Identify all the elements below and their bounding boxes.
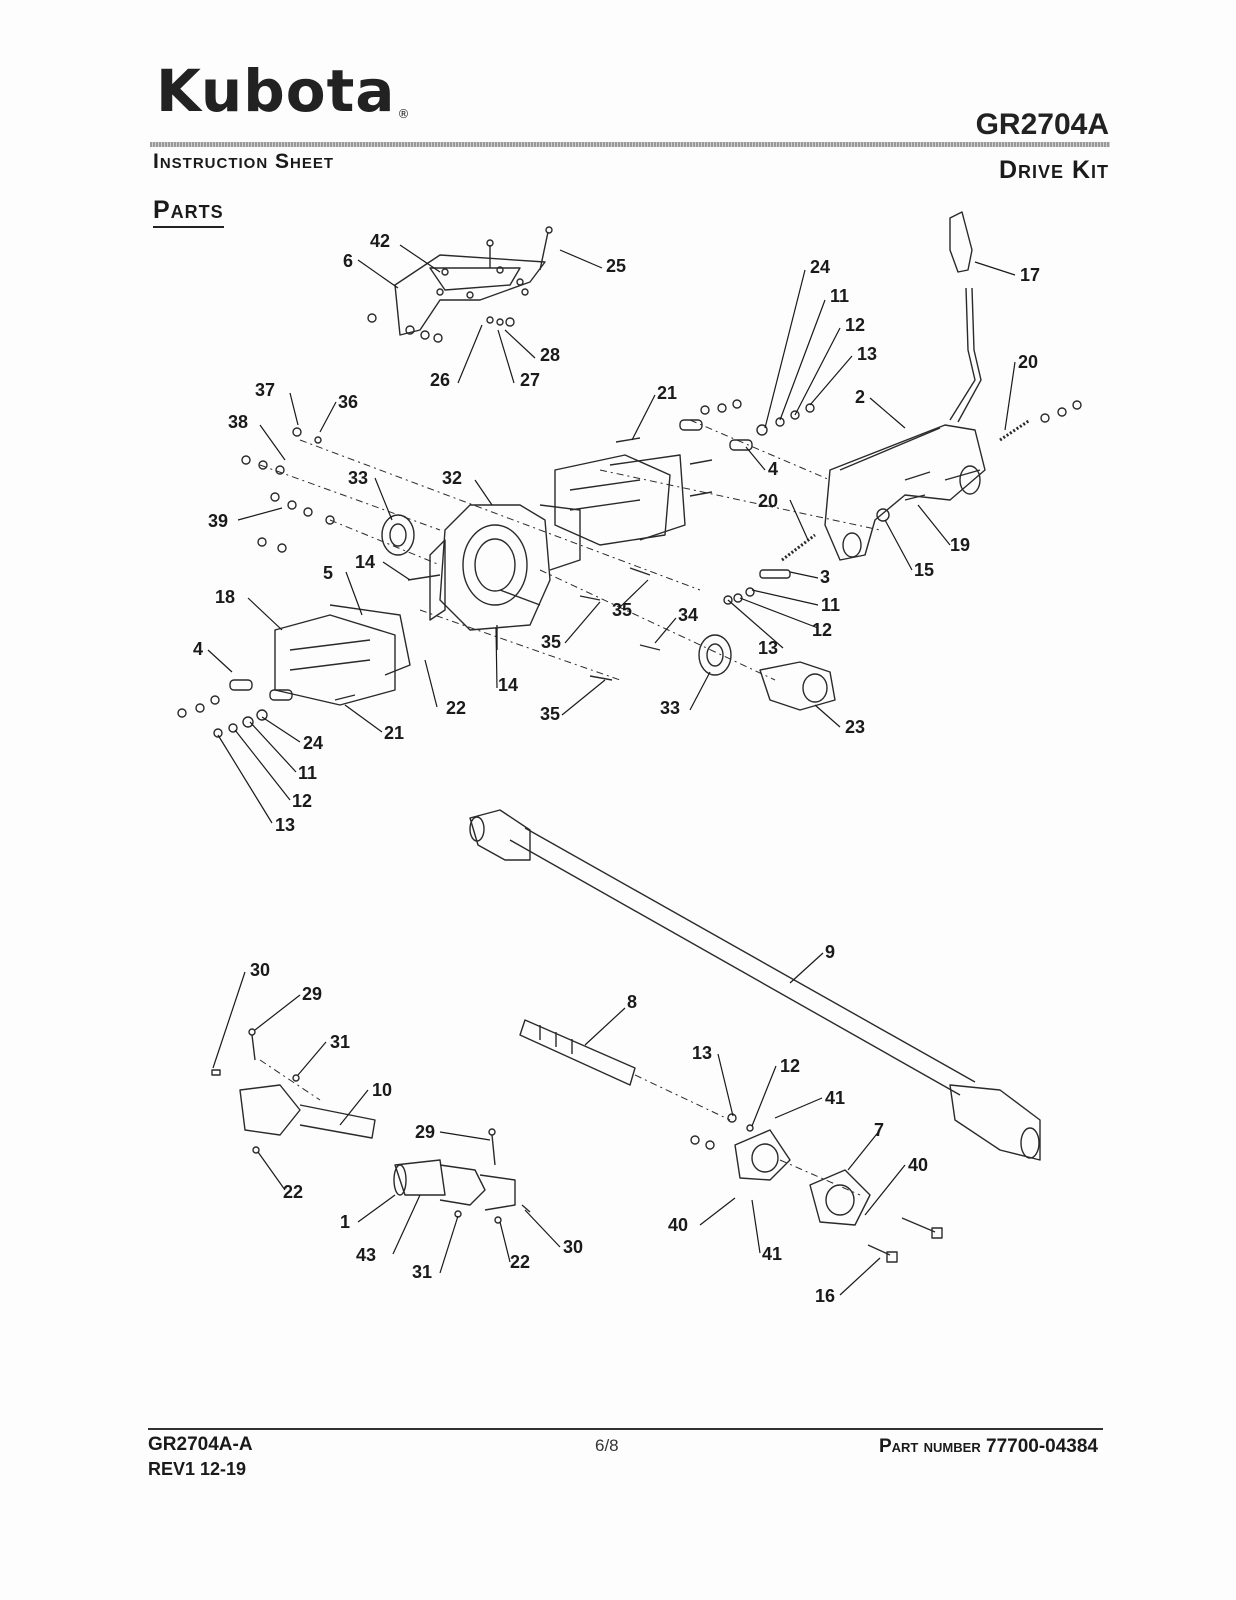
document-code: GR2704A <box>975 108 1109 141</box>
callout-14: 14 <box>355 552 375 572</box>
callout-41: 41 <box>762 1244 782 1264</box>
callout-17: 17 <box>1020 265 1040 285</box>
lever-assembly-drawing <box>824 424 986 561</box>
callout-12: 12 <box>812 620 832 640</box>
part-number-label: Part number <box>878 1436 981 1457</box>
assembly-axis-lines <box>259 419 881 1196</box>
callout-13: 13 <box>692 1043 712 1063</box>
callout-12: 12 <box>292 791 312 811</box>
callout-26: 26 <box>430 370 450 390</box>
callout-30: 30 <box>563 1237 583 1257</box>
part-number-value: 77700-04384 <box>986 1436 1098 1457</box>
callout-23: 23 <box>845 717 865 737</box>
callout-21: 21 <box>384 723 404 743</box>
coupler-drawing <box>759 661 836 711</box>
callout-4: 4 <box>768 459 778 479</box>
section-title: Parts <box>153 196 224 228</box>
driveshaft-drawing <box>509 839 961 1096</box>
callout-43: 43 <box>356 1245 376 1265</box>
callout-28: 28 <box>540 345 560 365</box>
header-divider <box>150 142 1110 147</box>
footer-divider <box>148 1428 1103 1430</box>
callout-22: 22 <box>283 1182 303 1202</box>
callout-11: 11 <box>830 286 849 306</box>
callout-39: 39 <box>208 511 228 531</box>
callout-leaders <box>207 244 1016 1296</box>
page-number: 6/8 <box>595 1436 619 1455</box>
callout-41: 41 <box>825 1088 845 1108</box>
part-drawings <box>177 211 1082 1263</box>
footer-document-code: GR2704A-A <box>148 1434 253 1455</box>
callout-12: 12 <box>780 1056 800 1076</box>
callout-38: 38 <box>228 412 248 432</box>
callout-25: 25 <box>606 256 626 276</box>
callout-1: 1 <box>340 1212 350 1232</box>
callout-2: 2 <box>855 387 865 407</box>
callout-21: 21 <box>657 383 677 403</box>
callout-31: 31 <box>412 1262 432 1282</box>
callout-34: 34 <box>678 605 698 625</box>
callout-35: 35 <box>541 632 561 652</box>
footer-revision: REV1 12-19 <box>148 1459 247 1479</box>
callout-29: 29 <box>302 984 322 1004</box>
gearbox-housing-drawing <box>439 504 551 631</box>
callout-35: 35 <box>612 600 632 620</box>
callout-19: 19 <box>950 535 970 555</box>
mount-bracket-drawing <box>394 254 546 336</box>
callout-30: 30 <box>250 960 270 980</box>
input-shaft-drawing <box>519 1019 636 1086</box>
callout-24: 24 <box>810 257 830 277</box>
callout-15: 15 <box>914 560 934 580</box>
shift-handle-drawing <box>949 211 973 273</box>
callout-7: 7 <box>874 1120 884 1140</box>
callout-29: 29 <box>415 1122 435 1142</box>
callout-33: 33 <box>348 468 368 488</box>
flange-bearing-drawing <box>809 1169 871 1226</box>
brand-name: Kubota <box>156 57 396 125</box>
callout-14: 14 <box>498 675 518 695</box>
callout-5: 5 <box>323 563 333 583</box>
callout-9: 9 <box>825 942 835 962</box>
callout-13: 13 <box>758 638 778 658</box>
callout-37: 37 <box>255 380 275 400</box>
callout-8: 8 <box>627 992 637 1012</box>
callout-3: 3 <box>820 567 830 587</box>
callout-10: 10 <box>372 1080 392 1100</box>
coupling-sleeve-drawing <box>394 1159 446 1196</box>
kubota-logo: Kubota® <box>156 62 410 120</box>
callout-11: 11 <box>821 595 840 615</box>
callout-40: 40 <box>668 1215 688 1235</box>
callout-16: 16 <box>815 1286 835 1306</box>
callout-11: 11 <box>298 763 317 783</box>
callout-33: 33 <box>660 698 680 718</box>
callout-32: 32 <box>442 468 462 488</box>
kit-name: Drive Kit <box>998 156 1109 184</box>
callout-35: 35 <box>540 704 560 724</box>
callout-20: 20 <box>1018 352 1038 372</box>
callout-22: 22 <box>510 1252 530 1272</box>
callout-40: 40 <box>908 1155 928 1175</box>
callout-18: 18 <box>215 587 235 607</box>
callout-42: 42 <box>370 231 390 251</box>
callout-labels: 42 6 25 28 26 27 37 36 38 39 33 32 14 5 … <box>193 231 1040 1306</box>
callout-12: 12 <box>845 315 865 335</box>
callout-6: 6 <box>343 251 353 271</box>
sheet-type: Instruction Sheet <box>153 150 335 173</box>
callout-22: 22 <box>446 698 466 718</box>
universal-joint-drawing <box>239 1084 301 1136</box>
callout-31: 31 <box>330 1032 350 1052</box>
callout-36: 36 <box>338 392 358 412</box>
callout-13: 13 <box>857 344 877 364</box>
callout-13: 13 <box>275 815 295 835</box>
callout-24: 24 <box>303 733 323 753</box>
callout-27: 27 <box>520 370 540 390</box>
footer-part-number: Part number 77700-04384 <box>879 1436 1098 1458</box>
callout-20: 20 <box>758 491 778 511</box>
registered-mark: ® <box>397 107 411 121</box>
callout-4: 4 <box>193 639 203 659</box>
